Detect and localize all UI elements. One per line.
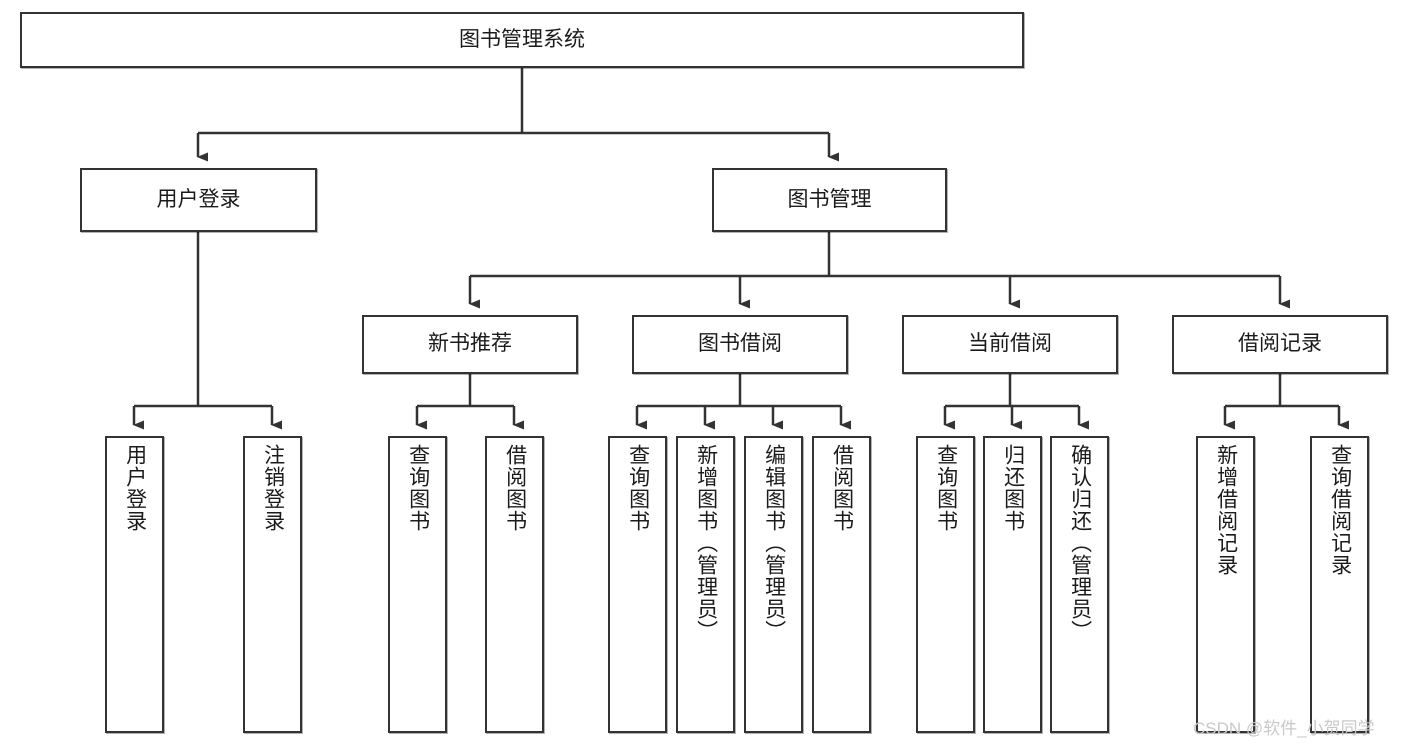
leaf-add-book-admin-label: 新增图书（管理员）	[694, 444, 718, 642]
leaf-query-book-new-book[interactable]: 查询图书	[388, 436, 447, 733]
leaf-return-book[interactable]: 归还图书	[983, 436, 1042, 733]
leaf-logout[interactable]: 注销登录	[243, 436, 302, 733]
leaf-query-borrowing-record[interactable]: 查询借阅记录	[1310, 436, 1369, 733]
leaf-query-book-current[interactable]: 查询图书	[916, 436, 975, 733]
node-book-management[interactable]: 图书管理	[712, 168, 947, 232]
leaf-borrow-book-new-book-label: 借阅图书	[503, 444, 527, 532]
node-new-book-recommendation-label: 新书推荐	[428, 332, 512, 356]
node-borrowing-record-label: 借阅记录	[1238, 332, 1322, 356]
leaf-confirm-return-admin[interactable]: 确认归还（管理员）	[1050, 436, 1109, 733]
leaf-query-book-borrowing-label: 查询图书	[626, 444, 650, 532]
leaf-add-book-admin[interactable]: 新增图书（管理员）	[676, 436, 735, 733]
csdn-watermark: CSDN @软件_小贺同学	[1193, 719, 1375, 738]
node-book-borrowing[interactable]: 图书借阅	[632, 315, 848, 374]
node-current-borrowing-label: 当前借阅	[968, 332, 1052, 356]
leaf-borrow-book-borrowing[interactable]: 借阅图书	[812, 436, 871, 733]
leaf-add-borrowing-record-label: 新增借阅记录	[1214, 444, 1238, 576]
leaf-borrow-book-borrowing-label: 借阅图书	[830, 444, 854, 532]
leaf-query-book-borrowing[interactable]: 查询图书	[608, 436, 667, 733]
leaf-edit-book-admin-label: 编辑图书（管理员）	[762, 444, 786, 642]
node-borrowing-record[interactable]: 借阅记录	[1172, 315, 1388, 374]
leaf-query-borrowing-record-label: 查询借阅记录	[1328, 444, 1352, 576]
leaf-logout-label: 注销登录	[261, 444, 285, 532]
leaf-confirm-return-admin-label: 确认归还（管理员）	[1068, 444, 1092, 642]
node-user-login[interactable]: 用户登录	[80, 168, 317, 232]
node-book-management-label: 图书管理	[787, 187, 872, 211]
leaf-return-book-label: 归还图书	[1001, 444, 1025, 532]
leaf-query-book-new-book-label: 查询图书	[406, 444, 430, 532]
leaf-query-book-current-label: 查询图书	[934, 444, 958, 532]
node-current-borrowing[interactable]: 当前借阅	[902, 315, 1118, 374]
leaf-user-login[interactable]: 用户登录	[105, 436, 164, 733]
leaf-borrow-book-new-book[interactable]: 借阅图书	[485, 436, 544, 733]
node-root[interactable]: 图书管理系统	[20, 12, 1024, 68]
node-new-book-recommendation[interactable]: 新书推荐	[362, 315, 578, 374]
leaf-edit-book-admin[interactable]: 编辑图书（管理员）	[744, 436, 803, 733]
node-book-borrowing-label: 图书借阅	[698, 332, 782, 356]
node-user-login-label: 用户登录	[156, 187, 241, 211]
node-root-label: 图书管理系统	[459, 27, 585, 51]
leaf-add-borrowing-record[interactable]: 新增借阅记录	[1196, 436, 1255, 733]
leaf-user-login-label: 用户登录	[123, 444, 147, 532]
